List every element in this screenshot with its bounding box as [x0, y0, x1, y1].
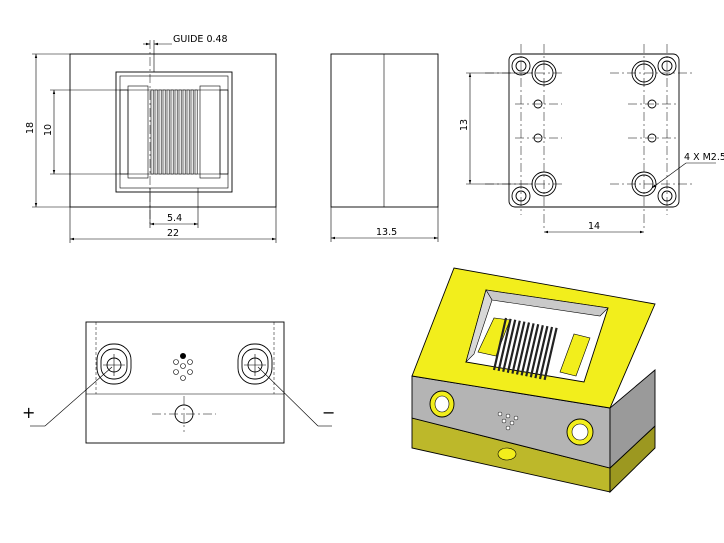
- iso-contact-pin: [534, 325, 549, 379]
- isometric-view: [411, 267, 656, 494]
- contact-pin: [174, 89, 178, 175]
- iso-body-side: [609, 369, 656, 470]
- iso-rail-right: [559, 333, 591, 377]
- contact-pin: [182, 89, 186, 175]
- dim-depth-label: 13.5: [376, 227, 397, 238]
- iso-contact-pin: [543, 327, 558, 381]
- iso-contact-pin: [538, 326, 554, 380]
- contact-pin: [150, 89, 154, 175]
- iso-vent-dots: [497, 411, 519, 431]
- terminal-positive: [96, 343, 132, 385]
- iso-contact-pin: [525, 324, 540, 377]
- side-view: 13.5: [330, 53, 439, 242]
- contact-pin: [158, 89, 162, 175]
- contact-pin: [162, 89, 166, 175]
- dim-pitch-label: 5.4: [167, 213, 182, 224]
- iso-contact-pins: [492, 317, 558, 381]
- label-minus: −: [322, 403, 335, 422]
- iso-contact-pin: [497, 318, 512, 372]
- dim-width-label: 22: [167, 228, 179, 239]
- dim-height-label: 18: [25, 122, 36, 134]
- contact-pin: [154, 89, 158, 175]
- hole-callout: 4 X M2.5: [684, 152, 724, 163]
- label-plus: +: [22, 403, 35, 422]
- top-view: [485, 44, 692, 230]
- iso-contact-pin: [511, 321, 526, 374]
- contact-pin: [170, 89, 174, 175]
- iso-contact-pin: [520, 323, 535, 376]
- dim-vertical-label: 13: [459, 119, 470, 131]
- contact-pin: [186, 89, 190, 175]
- front-view-dimensions: GUIDE 0.48 5.4 22 18 10: [25, 34, 277, 243]
- contact-pin: [178, 89, 182, 175]
- contact-pins: [150, 89, 198, 175]
- contact-pin: [194, 89, 198, 175]
- iso-contact-pin: [492, 317, 508, 371]
- dim-inner-height-label: 10: [43, 124, 54, 136]
- top-view-dimensions: 13 14 4 X M2.5: [459, 72, 724, 234]
- iso-contact-pin: [502, 319, 517, 373]
- dim-horizontal-label: 14: [588, 221, 600, 232]
- iso-contact-pin: [529, 324, 544, 378]
- iso-base-hole: [497, 447, 517, 461]
- terminal-negative: [237, 343, 273, 385]
- bottom-view: + −: [22, 321, 335, 444]
- guide-callout: GUIDE 0.48: [173, 34, 228, 45]
- iso-contact-pin: [506, 320, 521, 373]
- contact-pin: [166, 89, 170, 175]
- contact-pin: [190, 89, 194, 175]
- vent-dots: [173, 353, 193, 381]
- iso-contact-pin: [515, 322, 531, 375]
- front-view: [69, 40, 277, 225]
